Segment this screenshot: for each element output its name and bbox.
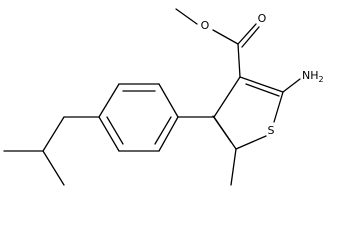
- sulfur-label: S: [268, 124, 275, 137]
- methyl-ester-group: [175, 8, 260, 78]
- oxygen-ester-label: O: [201, 19, 210, 32]
- bond-c5-c4-inner: [212, 115, 232, 143]
- bond-ch2-ch: [42, 116, 65, 152]
- bond-o-carbonyl: [212, 29, 239, 45]
- bond-c5-methyl: [230, 148, 237, 186]
- benzene-bond-4: [98, 116, 120, 152]
- bond-s-c5: [235, 135, 267, 150]
- bond-c4-c3: [213, 76, 241, 118]
- benzene-inner-bond-c: [154, 116, 172, 145]
- benzene-inner-bond-b: [106, 116, 124, 145]
- bond-c2-s: [273, 91, 284, 123]
- bond-ch-methyl-b: [42, 150, 65, 186]
- chemical-structure-diagram: O O S NH2: [3, 8, 324, 186]
- bond-c3-c2-inner: [245, 83, 280, 97]
- bond-c3-c2: [239, 76, 284, 93]
- isobutyl-group: [3, 116, 100, 186]
- bond-carbonyl-double-a: [237, 23, 257, 45]
- bond-c2-nh2: [282, 78, 301, 93]
- benzene-bond-1: [158, 83, 179, 118]
- thiophene-ring: [212, 76, 301, 186]
- bond-methyl-o: [175, 8, 198, 25]
- bond-carbonyl-double-b: [241, 26, 260, 48]
- oxygen-carbonyl-label: O: [258, 12, 267, 25]
- bond-carbonyl-ring: [237, 43, 241, 78]
- amine-label: NH2: [302, 69, 324, 84]
- benzene-bond-3: [98, 83, 120, 118]
- benzene-ring: [98, 83, 179, 152]
- benzene-bond-6: [158, 116, 179, 152]
